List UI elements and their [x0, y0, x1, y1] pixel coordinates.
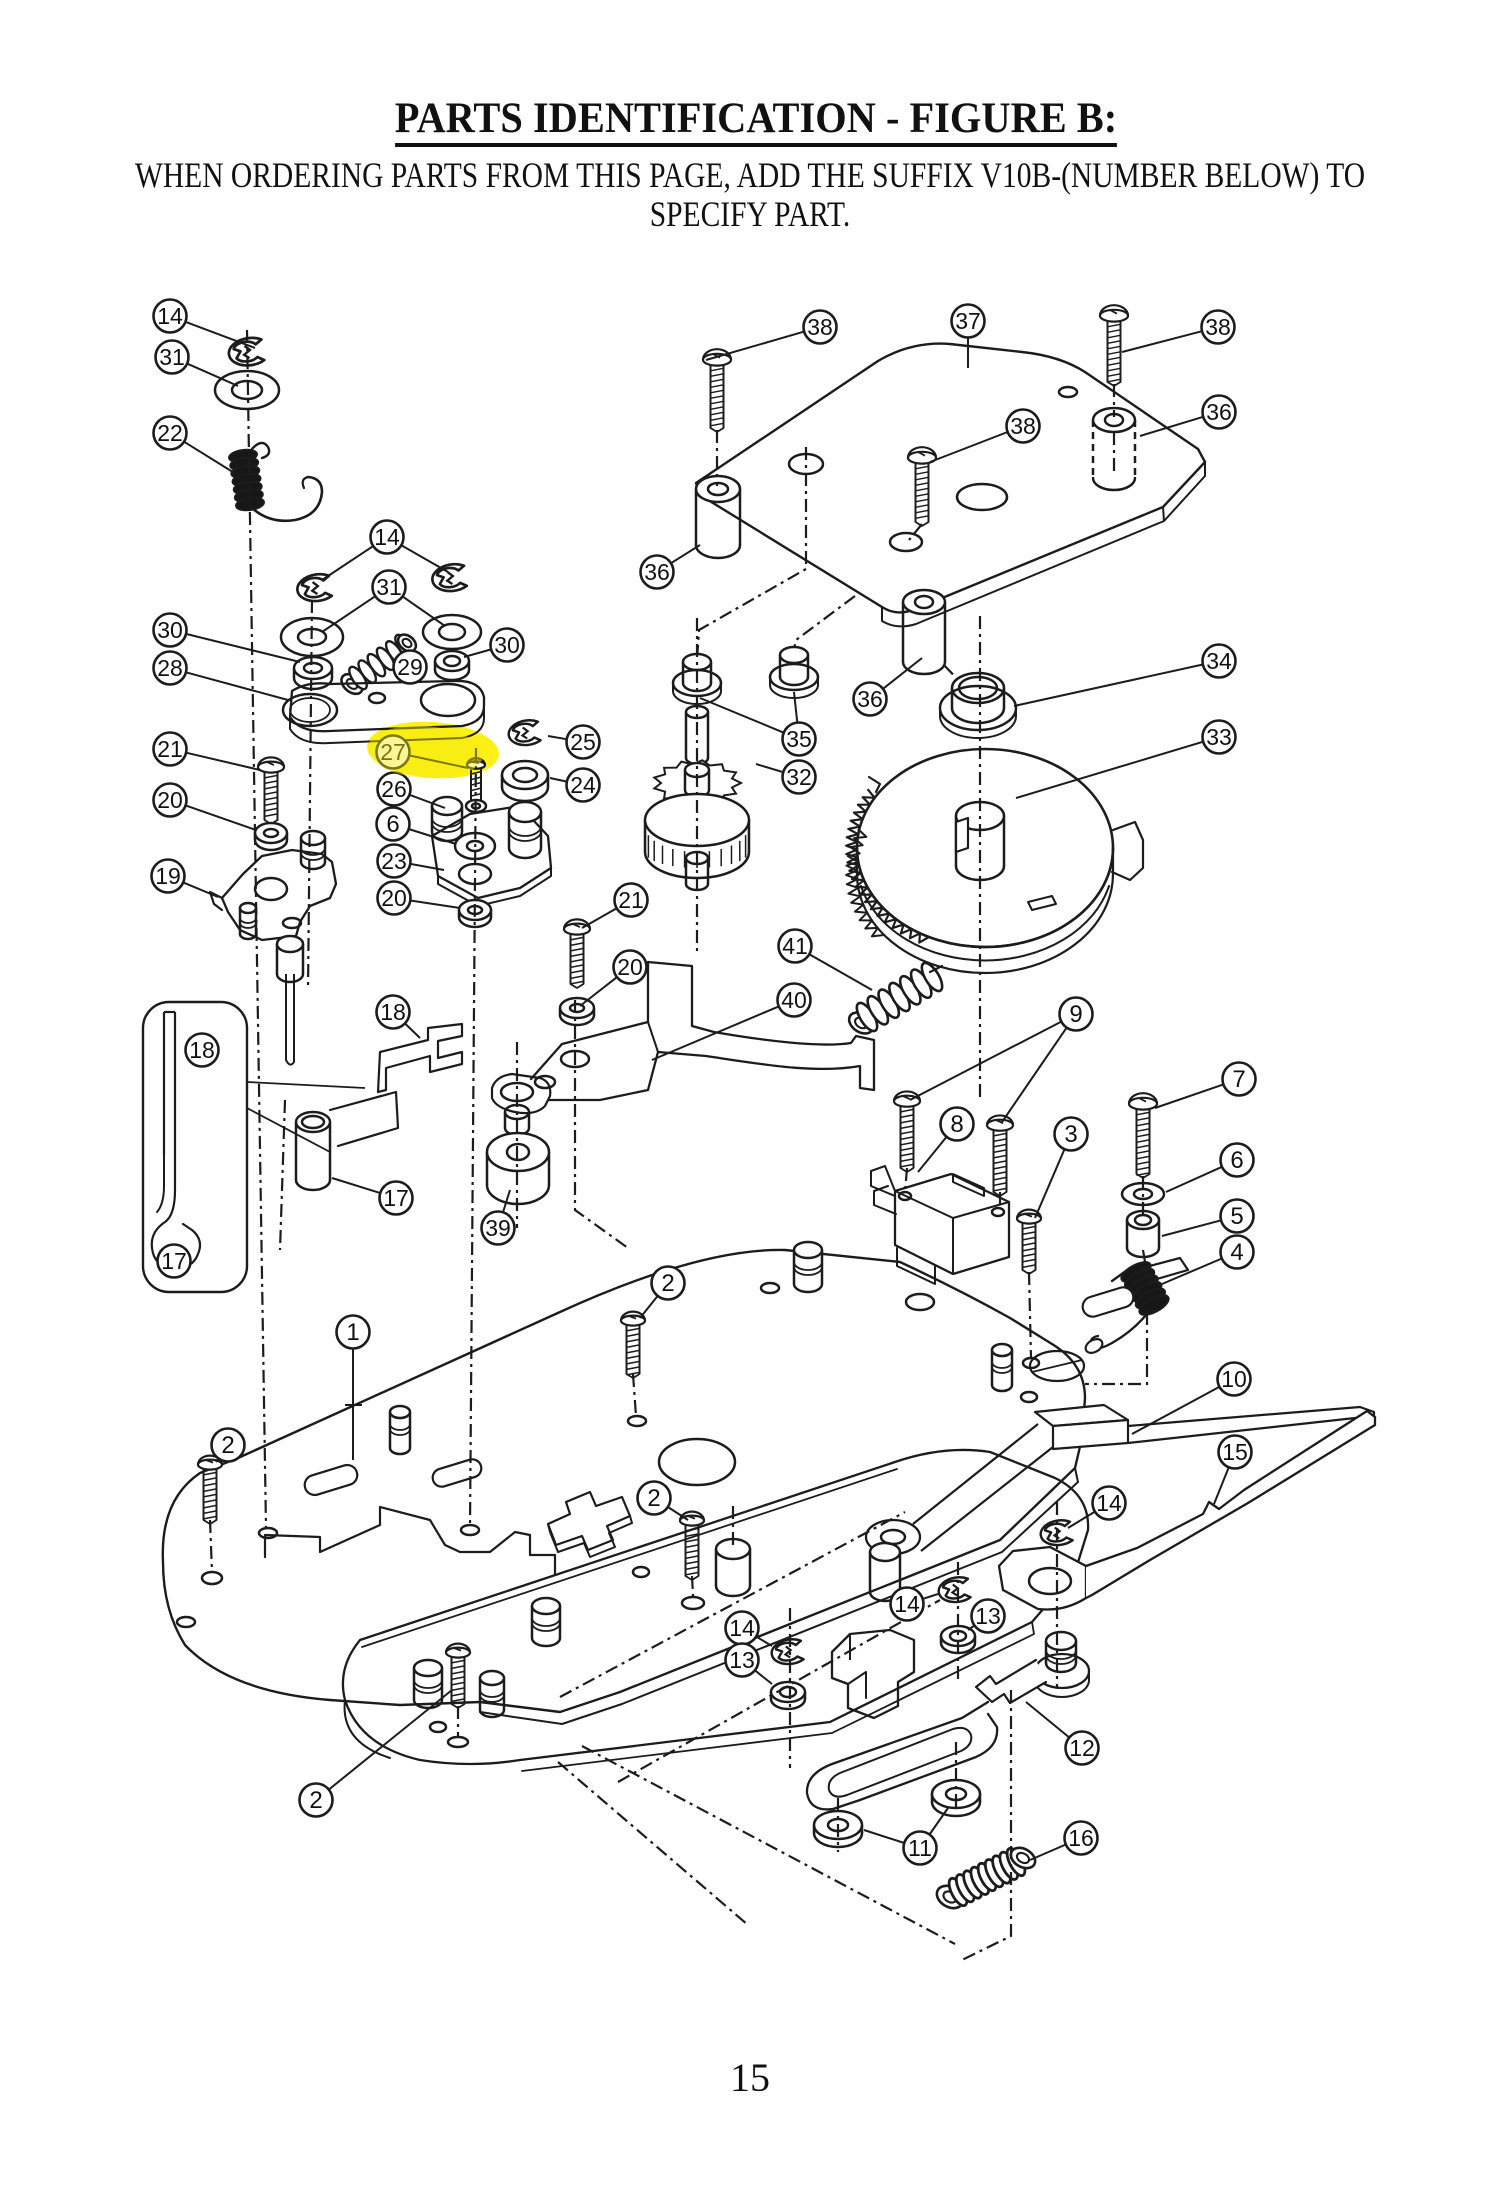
svg-text:28: 28: [157, 655, 183, 681]
svg-text:21: 21: [618, 887, 644, 913]
svg-text:27: 27: [380, 739, 406, 765]
svg-text:19: 19: [155, 863, 181, 889]
svg-text:2: 2: [647, 1485, 660, 1512]
svg-text:36: 36: [1206, 399, 1232, 425]
svg-text:41: 41: [782, 933, 808, 959]
svg-text:5: 5: [1230, 1203, 1243, 1230]
svg-text:29: 29: [397, 654, 423, 680]
svg-text:30: 30: [494, 632, 520, 658]
svg-text:18: 18: [189, 1037, 215, 1063]
svg-text:1: 1: [346, 1319, 359, 1346]
svg-text:16: 16: [1068, 1825, 1094, 1851]
svg-text:23: 23: [381, 848, 407, 874]
svg-text:13: 13: [975, 1603, 1001, 1629]
svg-text:20: 20: [381, 885, 407, 911]
svg-text:20: 20: [157, 787, 183, 813]
svg-text:31: 31: [376, 574, 402, 600]
svg-text:14: 14: [1096, 1490, 1122, 1516]
svg-text:22: 22: [157, 420, 183, 446]
svg-text:36: 36: [644, 559, 670, 585]
svg-text:24: 24: [570, 772, 596, 798]
svg-text:30: 30: [157, 617, 183, 643]
svg-text:34: 34: [1206, 648, 1232, 674]
svg-text:6: 6: [1230, 1147, 1243, 1174]
svg-text:11: 11: [908, 1835, 932, 1861]
svg-text:26: 26: [381, 776, 407, 802]
svg-text:17: 17: [161, 1248, 187, 1274]
svg-text:31: 31: [159, 344, 185, 370]
svg-text:21: 21: [157, 736, 183, 762]
svg-text:2: 2: [661, 1270, 674, 1297]
svg-text:10: 10: [1221, 1366, 1247, 1392]
svg-text:25: 25: [570, 729, 596, 755]
svg-text:20: 20: [617, 954, 643, 980]
svg-text:32: 32: [786, 764, 812, 790]
svg-text:37: 37: [955, 308, 981, 334]
svg-text:2: 2: [309, 1787, 322, 1814]
svg-text:8: 8: [950, 1111, 963, 1138]
svg-text:12: 12: [1069, 1735, 1095, 1761]
svg-text:15: 15: [1222, 1439, 1248, 1465]
svg-text:36: 36: [857, 686, 883, 712]
svg-text:18: 18: [380, 999, 406, 1025]
svg-text:38: 38: [807, 314, 833, 340]
svg-text:7: 7: [1232, 1066, 1245, 1093]
svg-text:14: 14: [374, 524, 400, 550]
svg-text:13: 13: [729, 1647, 755, 1673]
svg-text:14: 14: [157, 303, 183, 329]
svg-text:2: 2: [221, 1432, 234, 1459]
svg-text:35: 35: [786, 726, 812, 752]
svg-text:39: 39: [485, 1215, 511, 1241]
svg-text:33: 33: [1206, 724, 1232, 750]
svg-text:14: 14: [729, 1615, 755, 1641]
svg-text:3: 3: [1064, 1121, 1077, 1148]
svg-text:14: 14: [894, 1591, 920, 1617]
svg-text:40: 40: [781, 987, 807, 1013]
svg-text:38: 38: [1205, 314, 1231, 340]
svg-text:4: 4: [1230, 1239, 1243, 1266]
svg-text:17: 17: [383, 1185, 409, 1211]
svg-text:6: 6: [386, 811, 399, 838]
svg-text:9: 9: [1069, 1001, 1082, 1028]
svg-text:38: 38: [1010, 413, 1036, 439]
